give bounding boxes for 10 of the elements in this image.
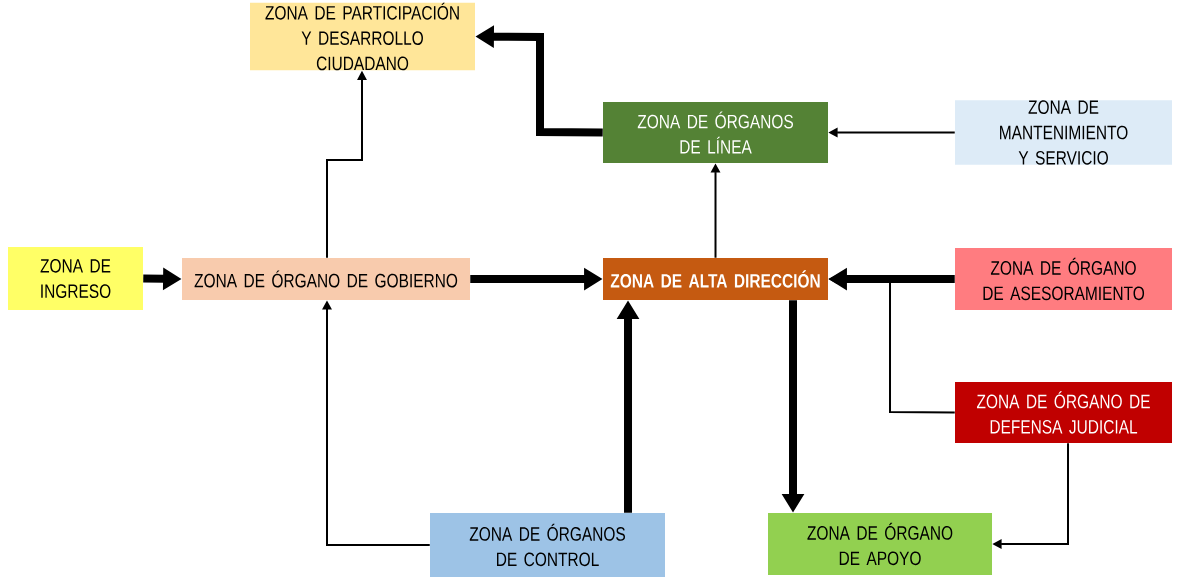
zone-box: ZONA DE ÓRGANOS DE CONTROL bbox=[430, 513, 665, 577]
zone-box: ZONA DE ÓRGANO DE GOBIERNO bbox=[182, 258, 470, 300]
zone-box: ZONA DE MANTENIMIENTO Y SERVICIO bbox=[955, 100, 1172, 165]
zone-box: ZONA DE ÓRGANO DE APOYO bbox=[768, 513, 992, 575]
zone-box: ZONA DE ÓRGANO DE DEFENSA JUDICIAL bbox=[955, 382, 1172, 443]
zone-box: ZONA DE ÓRGANO DE ASESORAMIENTO bbox=[955, 248, 1172, 310]
zone-box: ZONA DE ALTA DIRECCIÓN bbox=[603, 258, 828, 300]
zone-box: ZONA DE PARTICIPACIÓN Y DESARROLLO CIUDADANO bbox=[250, 2, 475, 71]
zone-box: ZONA DE ÓRGANOS DE LÍNEA bbox=[603, 102, 828, 163]
zone-box: ZONA DE INGRESO bbox=[8, 247, 143, 310]
